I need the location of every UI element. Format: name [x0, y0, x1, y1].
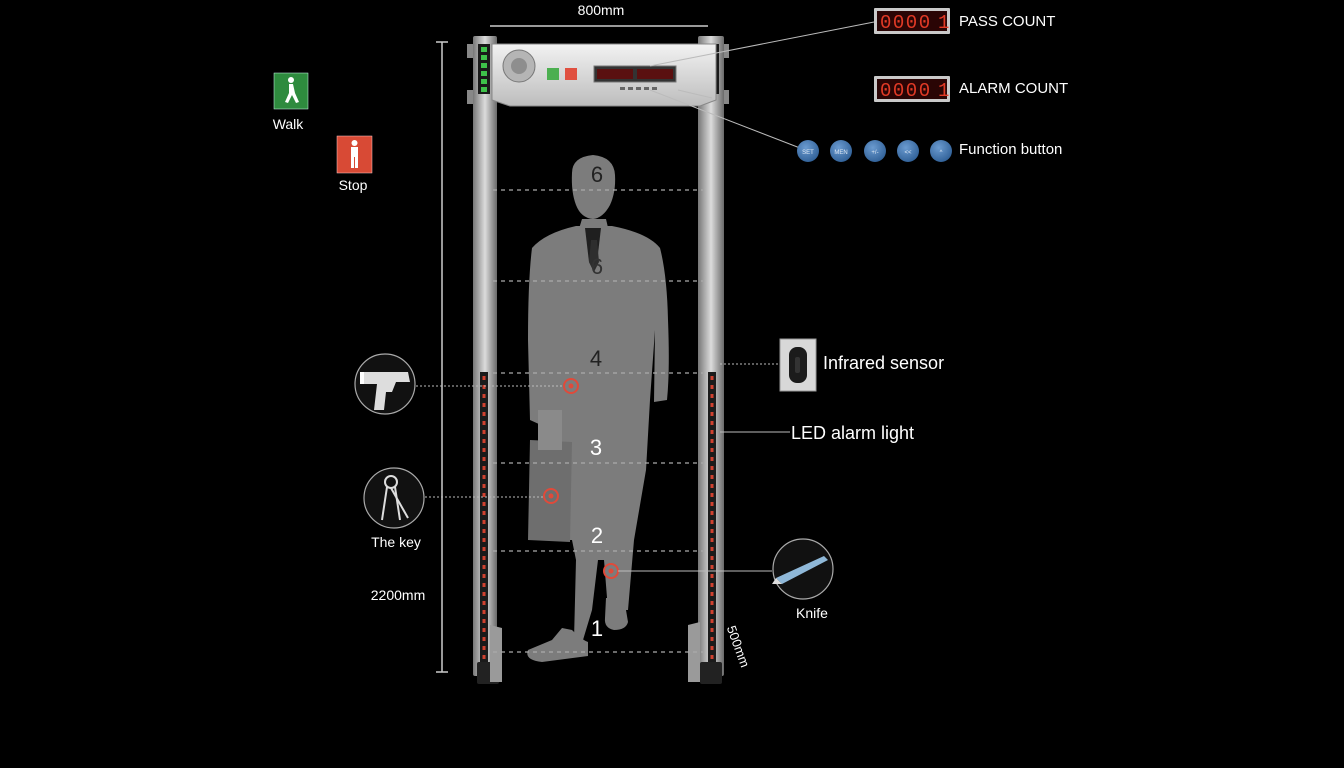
pass-count-display: 0000 1 PASS COUNT: [874, 8, 1055, 34]
function-button: MEN: [830, 140, 852, 162]
standing-person-icon: [351, 140, 358, 168]
function-button-caption: Function button: [959, 141, 1062, 158]
zone-number-5: 2: [591, 523, 603, 548]
zone-number-3: 4: [590, 346, 602, 371]
pass-count-digits: 0000: [880, 12, 932, 34]
knife-label: Knife: [796, 605, 828, 621]
function-buttons: SET MEN +/- << ^ Function button: [797, 140, 1062, 162]
callout-lines: [416, 21, 875, 572]
led-alarm-strips: [482, 376, 714, 659]
walk-indicator: [547, 68, 559, 80]
alarm-count-display: 0000 1 ALARM COUNT: [874, 76, 1068, 102]
key-label: The key: [371, 534, 421, 550]
knife-callout: Knife: [772, 538, 834, 621]
person-silhouette: [527, 155, 669, 662]
function-button-label: <<: [904, 150, 912, 156]
pass-count-label: PASS COUNT: [959, 13, 1055, 30]
gun-icon: [360, 372, 410, 410]
zone-numbers: 6 6 4 3 2 1: [590, 162, 603, 641]
keys-icon: [381, 475, 409, 521]
width-dimension: 800mm: [490, 2, 708, 27]
function-button: <<: [897, 140, 919, 162]
zone-number-1: 6: [591, 162, 603, 187]
zone-number-2: 6: [591, 254, 603, 279]
function-button-label: +/-: [871, 150, 878, 156]
function-button: +/-: [864, 140, 886, 162]
function-button-label: SET: [802, 150, 814, 156]
led-label: LED alarm light: [791, 423, 914, 443]
zone-number-4: 3: [590, 435, 602, 460]
width-label: 800mm: [578, 2, 625, 18]
knife-icon: [772, 556, 828, 584]
alarm-count-label: ALARM COUNT: [959, 80, 1068, 97]
height-dimension: 2200mm: [371, 41, 448, 673]
function-button-label: MEN: [834, 150, 847, 156]
function-button-label: ^: [940, 150, 943, 156]
alarm-count-digits: 0000: [880, 80, 932, 102]
height-label: 2200mm: [371, 587, 425, 603]
function-button: ^: [930, 140, 952, 162]
panel-buttons: [620, 87, 657, 90]
walk-label: Walk: [273, 116, 305, 132]
detection-zone-lines: [493, 189, 703, 653]
infrared-label: Infrared sensor: [823, 353, 944, 373]
control-panel: [491, 43, 717, 107]
depth-label: 500mm: [724, 624, 753, 670]
stop-label: Stop: [339, 177, 368, 193]
infrared-sensor-callout: Infrared sensor: [779, 338, 944, 392]
walking-person-icon: [285, 77, 299, 103]
key-callout: The key: [363, 467, 425, 550]
detection-points: [543, 378, 619, 579]
stop-indicator: [565, 68, 577, 80]
alarm-count-last-digit: 1: [938, 80, 949, 102]
pass-count-last-digit: 1: [938, 12, 949, 34]
stop-sign: Stop: [336, 135, 373, 193]
zone-number-6: 1: [591, 616, 603, 641]
gun-callout: [354, 353, 416, 415]
walk-sign: Walk: [273, 72, 309, 132]
function-button: SET: [797, 140, 819, 162]
